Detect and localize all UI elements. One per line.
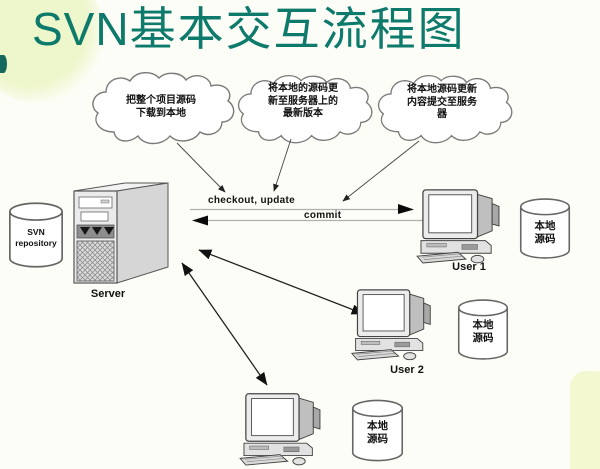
user3-storage-label: 本地 源码 — [367, 420, 388, 445]
server-user3-arrow — [181, 262, 268, 386]
server-label: Server — [90, 288, 126, 300]
commit-label: commit — [304, 210, 342, 221]
user1-storage-label: 本地 源码 — [534, 220, 556, 245]
cloud-pointer-arrows — [176, 138, 420, 202]
user1-computer-icon — [416, 189, 500, 264]
cloud-3-text: 将本地源码更新 内容提交至服务 器 — [407, 84, 477, 120]
commit-arrow — [192, 215, 438, 226]
title-cjk: 基本交互流程图 — [129, 4, 466, 55]
svn-repository-label: SVN repository — [15, 227, 57, 248]
cloud-2-text: 将本地的源码更 新至服务器上的 最新版本 — [268, 83, 338, 119]
user3-computer-icon — [239, 393, 321, 466]
server-tower-icon — [73, 182, 169, 284]
checkout-update-label: checkout, update — [208, 195, 296, 206]
page-title: SVN基本交互流程图 — [32, 0, 592, 60]
edge-accent-mark — [0, 55, 7, 73]
edge-accent-strip — [570, 371, 600, 469]
user2-label: User 2 — [390, 364, 424, 376]
user2-computer-icon — [351, 289, 431, 361]
server-user2-arrow — [198, 249, 365, 315]
title-latin: SVN — [32, 3, 130, 55]
user1-label: User 1 — [452, 261, 486, 273]
checkout-update-arrow — [190, 204, 414, 214]
user2-storage-label: 本地 源码 — [472, 319, 494, 344]
cloud-1-text: 把整个项目源码 下载到本地 — [126, 95, 196, 119]
